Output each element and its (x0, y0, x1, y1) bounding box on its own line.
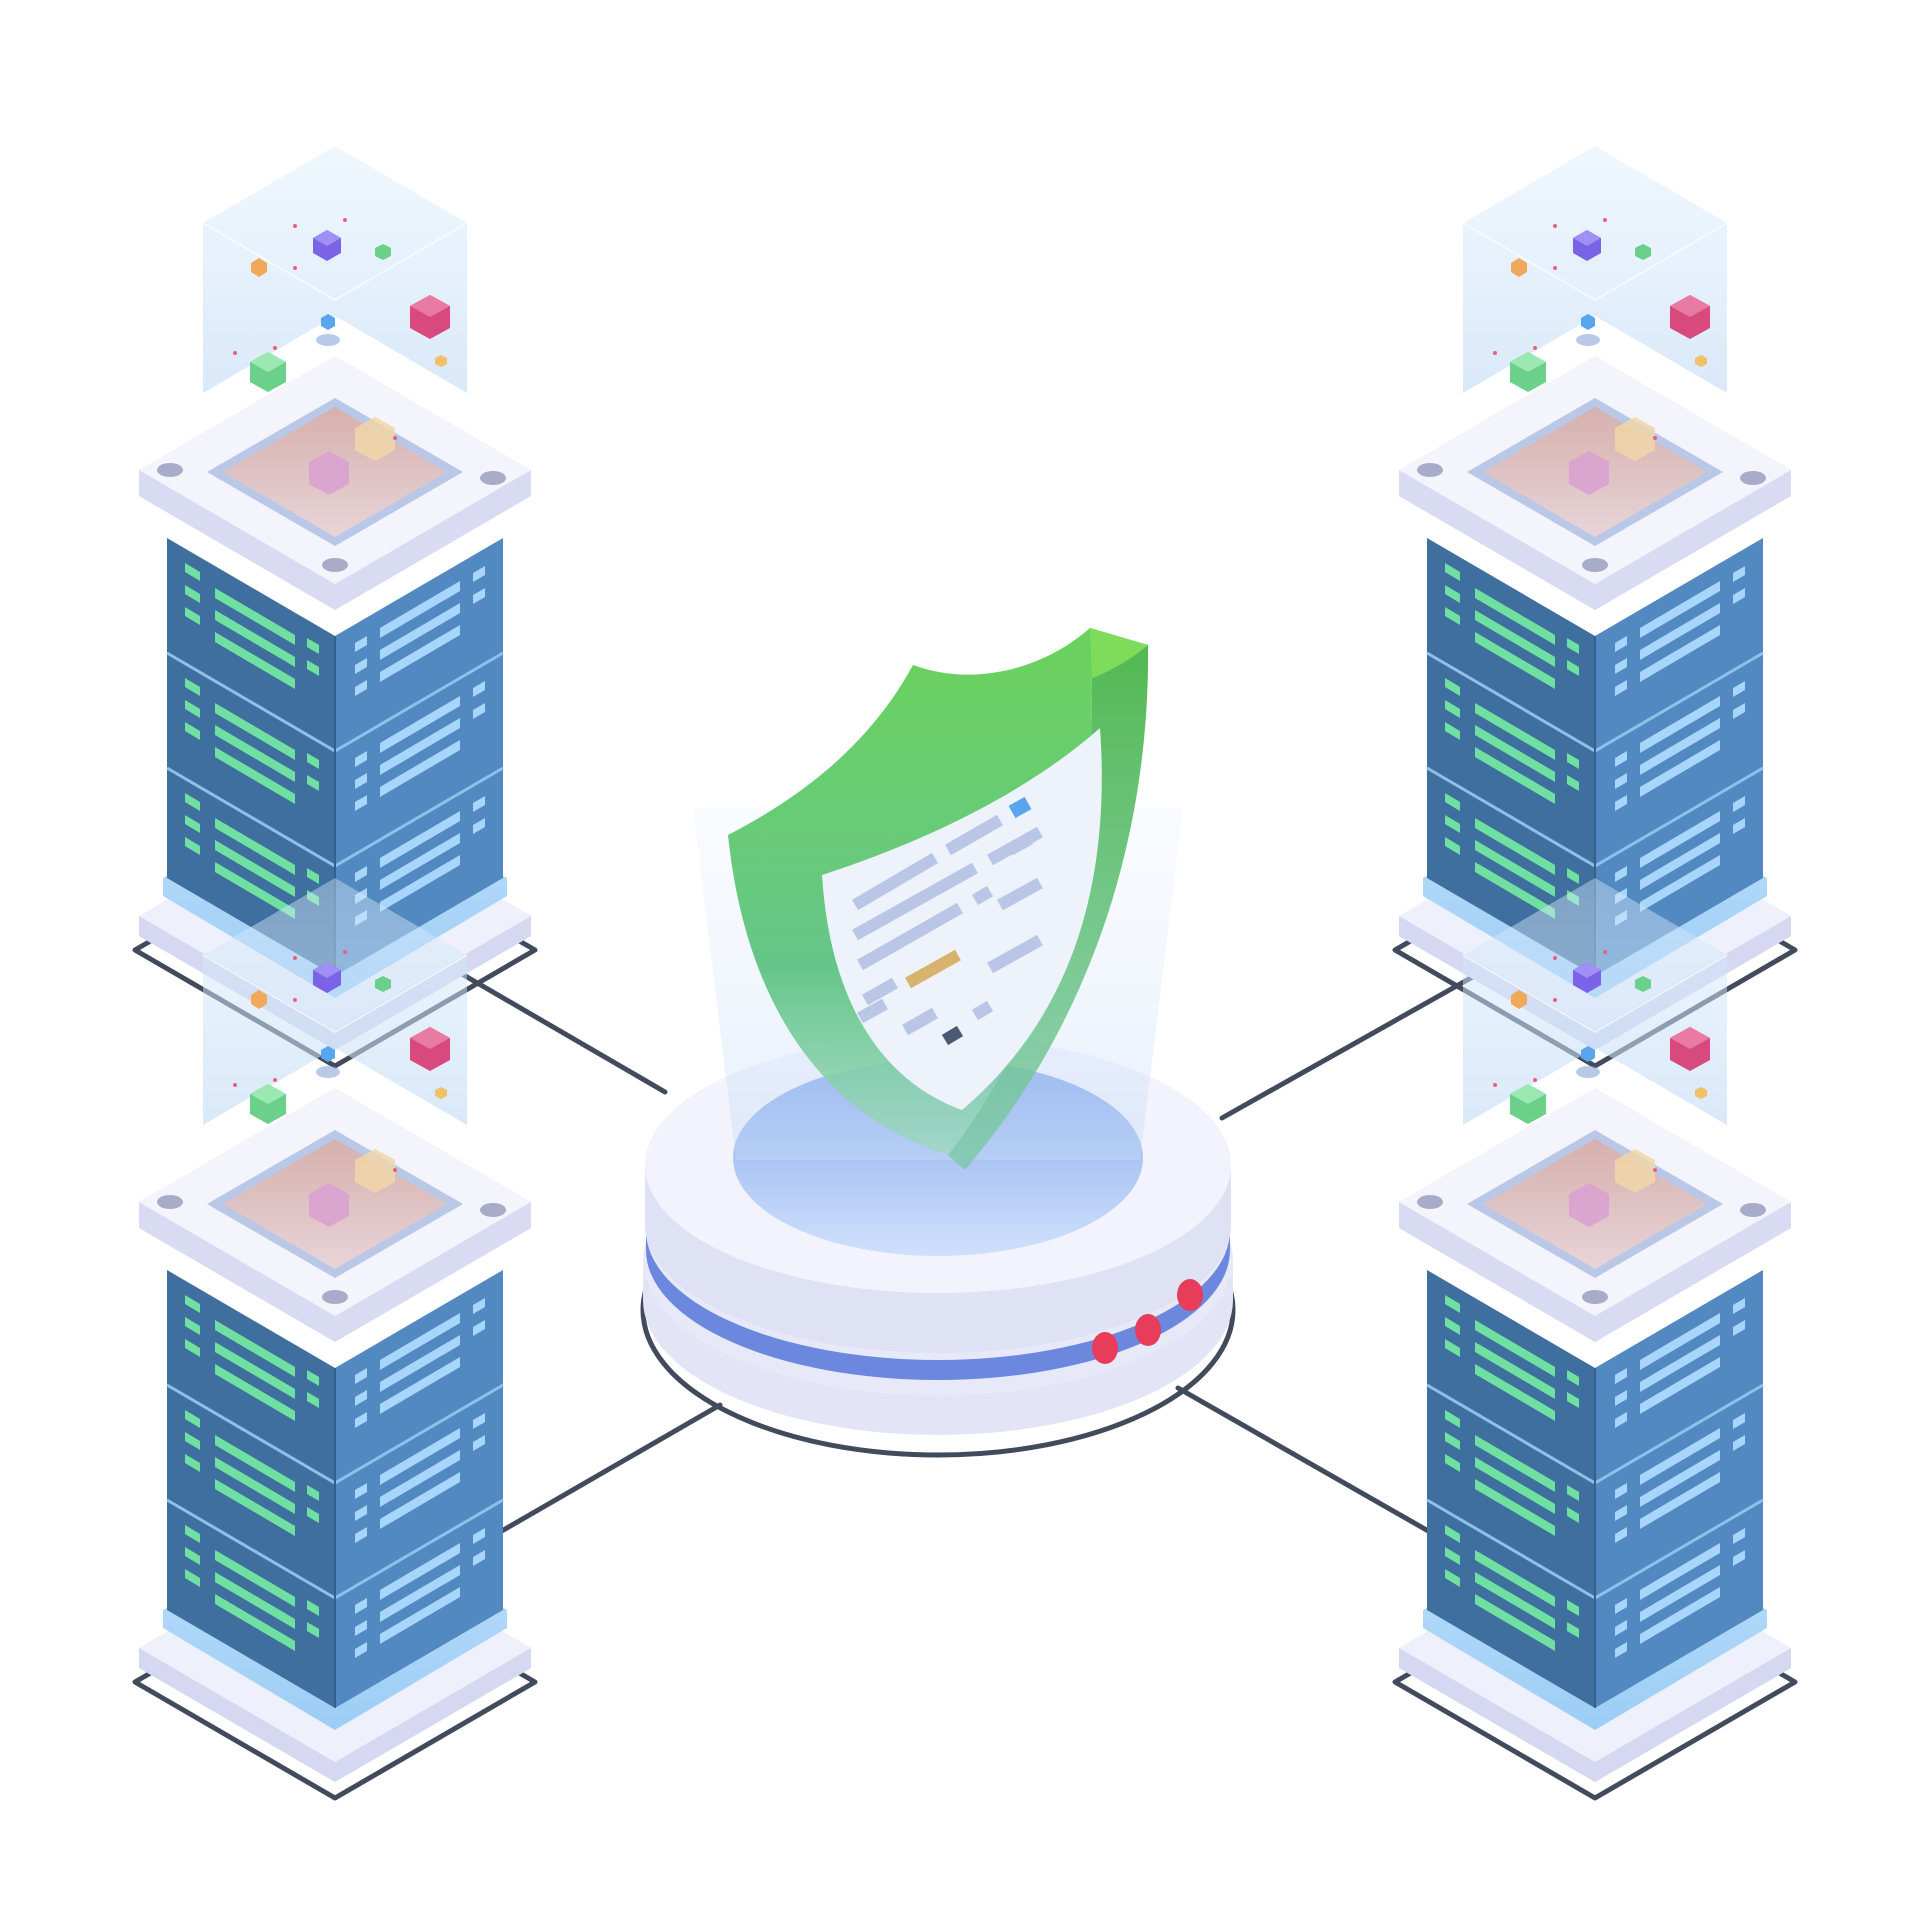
connector-bottom-right (1175, 1385, 1433, 1535)
security-shield-icon (728, 628, 1149, 1170)
indicator-light (1135, 1314, 1161, 1346)
indicator-light (1177, 1279, 1203, 1311)
network-connectors (452, 967, 1488, 1535)
indicator-light (1092, 1332, 1118, 1364)
connector-bottom-left (497, 1402, 723, 1535)
connector-top-right (1219, 967, 1488, 1121)
server-bottom-left (135, 878, 535, 1798)
connector-top-left (452, 967, 668, 1095)
server-bottom-right (1395, 878, 1795, 1798)
